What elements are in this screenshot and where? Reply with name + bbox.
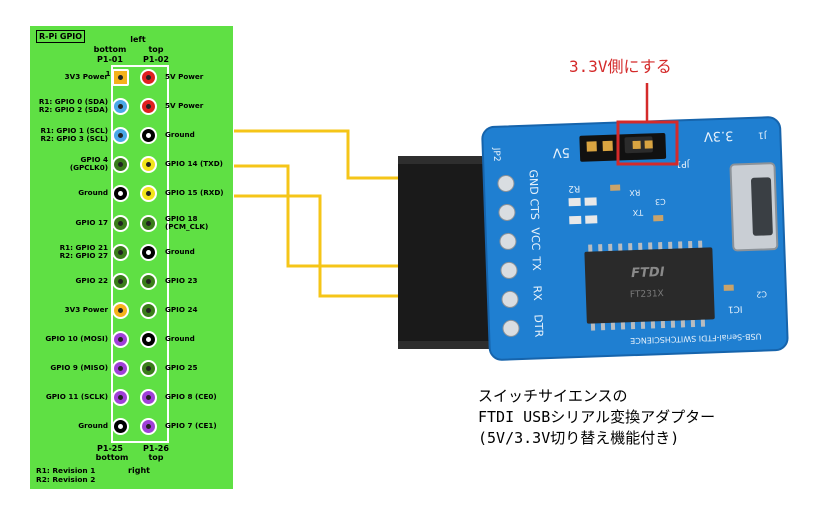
label-5v: 5V xyxy=(552,144,570,160)
chip-part: FT231X xyxy=(630,289,664,300)
pin-label-cts: CTS xyxy=(527,198,541,220)
pin-label-left: GPIO 22 xyxy=(75,275,108,285)
caption-line2: FTDI USBシリアル変換アダプター xyxy=(478,408,716,426)
pin-right xyxy=(140,69,157,86)
pin-label-right: Ground xyxy=(165,130,195,140)
label-ic1: IC1 xyxy=(728,303,743,314)
pin-label-right: Ground xyxy=(165,246,195,256)
pin-right xyxy=(140,98,157,116)
label-r2: R2 xyxy=(568,183,580,193)
label-jp1: JP1 xyxy=(675,158,690,169)
pin-right xyxy=(140,127,157,145)
pin-left-bottom-label: P1-25 xyxy=(97,444,123,453)
label-c3: C3 xyxy=(655,197,666,206)
pin-label-left: R1: GPIO 1 (SCL) R2: GPIO 3 (SCL) xyxy=(40,126,108,144)
pin-label-left: GPIO 9 (MISO) xyxy=(50,363,108,372)
pin-left xyxy=(112,389,129,407)
pin-left xyxy=(112,127,129,145)
pin-left xyxy=(112,156,129,174)
pin-left xyxy=(112,243,129,261)
pin-label-dtr: DTR xyxy=(532,314,546,338)
gpio-title: R-Pi GPIO xyxy=(36,30,86,43)
col-right-bottom-label: top xyxy=(148,453,164,462)
pin-right xyxy=(140,301,157,319)
revision2-note: R2: Revision 2 xyxy=(36,475,96,484)
pin-label-left: R1: GPIO 21 R2: GPIO 27 xyxy=(59,242,108,260)
pin-label-left: 3V3 Power xyxy=(64,304,108,314)
pin-label-gnd: GND xyxy=(526,169,540,195)
pin-right xyxy=(140,214,157,232)
pin-right xyxy=(140,330,157,348)
label-j1: J1 xyxy=(758,129,768,139)
pin-left xyxy=(112,272,129,290)
pin-label-left: GPIO 11 (SCLK) xyxy=(45,392,108,402)
pin-label-right: GPIO 14 (TXD) xyxy=(165,159,223,169)
connector-housing xyxy=(398,156,502,349)
pin-label-right: GPIO 25 xyxy=(165,363,198,372)
pin-right xyxy=(140,360,157,377)
pin-right xyxy=(140,156,157,174)
pin-left-top-label: P1-01 xyxy=(97,55,123,64)
col-right-top-label: top xyxy=(148,45,164,54)
pin-label-right: GPIO 18 (PCM_CLK) xyxy=(165,213,209,231)
col-left-bottom-label: bottom xyxy=(95,453,129,462)
chip-brand: FTDI xyxy=(631,265,665,281)
pin-label-tx: TX xyxy=(529,255,543,271)
label-c2: C2 xyxy=(756,289,767,298)
col-left-top-label: bottom xyxy=(93,45,127,54)
pin-right xyxy=(140,185,157,203)
top-side-label: left xyxy=(130,35,146,44)
wire-txd xyxy=(234,164,501,268)
pin-right-top-label: P1-02 xyxy=(143,55,169,64)
bottom-side-label: right xyxy=(128,466,150,475)
pin-left xyxy=(112,214,129,232)
label-rx: RX xyxy=(629,188,641,197)
pin-left xyxy=(112,185,129,203)
caption: スイッチサイエンスの FTDI USBシリアル変換アダプター (5V/3.3V切… xyxy=(478,386,715,449)
caption-line3: (5V/3.3V切り替え機能付き) xyxy=(478,429,680,447)
caption-line1: スイッチサイエンスの xyxy=(478,387,628,405)
pin1-marker: 1 xyxy=(105,70,111,78)
gpio-pinout-panel: R-Pi GPIO left bottom top P1-01 P1-02 1 … xyxy=(30,26,233,489)
pin-label-left: R1: GPIO 0 (SDA) R2: GPIO 2 (SDA) xyxy=(38,97,108,115)
pin-left xyxy=(112,69,129,86)
pin-label-left: 3V3 Power xyxy=(64,72,108,81)
pin-left xyxy=(112,98,129,116)
pin-left xyxy=(112,418,129,436)
pin-right xyxy=(140,272,157,290)
pin-label-left: Ground xyxy=(78,188,108,198)
pin-right xyxy=(140,389,157,407)
annotation-text: 3.3V側にする xyxy=(569,57,672,76)
ftdi-board: FTDI FT231X 5V 3.3V JP1 JP2 J1 IC1 R2 RX… xyxy=(481,116,789,361)
pin-label-right: Ground xyxy=(165,333,195,343)
pin-label-left: GPIO 17 xyxy=(75,217,108,227)
pin-right xyxy=(140,243,157,261)
pin-label-rx: RX xyxy=(531,285,545,301)
pin-label-right: GPIO 24 xyxy=(165,304,198,314)
pin-label-right: GPIO 7 (CE1) xyxy=(165,421,217,431)
pin-right xyxy=(140,418,157,436)
pin-right-bottom-label: P1-26 xyxy=(143,444,169,453)
pin-label-vcc: VCC xyxy=(529,227,543,251)
pin-label-right: GPIO 15 (RXD) xyxy=(165,188,224,198)
revision1-note: R1: Revision 1 xyxy=(36,466,96,475)
ftdi-chip xyxy=(584,247,715,324)
pin-label-right: 5V Power xyxy=(165,101,204,111)
pin-left xyxy=(112,330,129,348)
pin-label-right: 5V Power xyxy=(165,72,204,81)
pin-left xyxy=(112,301,129,319)
pin-label-left: Ground xyxy=(78,421,108,431)
label-tx: TX xyxy=(632,208,644,217)
label-3v3: 3.3V xyxy=(703,128,733,144)
label-jp2: JP2 xyxy=(491,147,502,162)
pin-label-left: GPIO 4 (GPCLK0) xyxy=(69,155,108,173)
pin-left xyxy=(112,360,129,377)
pin-label-left: GPIO 10 (MOSI) xyxy=(45,333,108,343)
pin-label-right: GPIO 23 xyxy=(165,275,198,285)
pin-label-right: GPIO 8 (CE0) xyxy=(165,392,217,402)
